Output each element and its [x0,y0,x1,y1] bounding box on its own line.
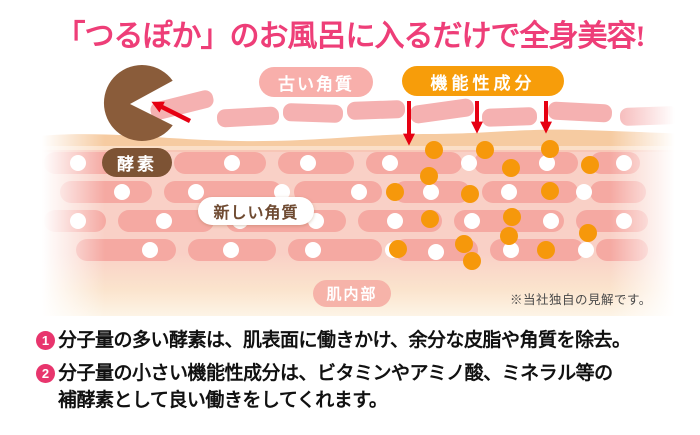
label-functional-ingredients: 機能性成分 [402,66,564,96]
label-enzyme: 酵素 [102,148,172,177]
note-1: 1 分子量の多い酵素は、肌表面に働きかけ、余分な皮脂や角質を除去。 [36,327,696,355]
note-2-text: 分子量の小さい機能性成分は、ビタミンやアミノ酸、ミネラル等の 補酵素として良い働… [58,360,613,415]
orange-dot-icon [386,140,599,270]
headline: 「つるぽか」のお風呂に入るだけで全身美容! [55,20,646,53]
note-2-number-badge: 2 [36,363,55,383]
label-new-keratin: 新しい角質 [198,197,314,225]
disclaimer-note: ※当社独自の見解です。 [510,293,652,307]
note-2-line-2: 補酵素として良い働きをしてくれます。 [58,390,388,412]
label-old-keratin: 古い角質 [259,67,373,97]
red-left-arrow-icon [151,101,192,124]
label-skin-inner: 肌内部 [313,280,391,307]
red-down-arrow-icon [403,101,552,146]
pacman-enzyme-icon [103,65,173,141]
note-1-text: 分子量の多い酵素は、肌表面に働きかけ、余分な皮脂や角質を除去。 [58,330,631,351]
note-2-line-1: 分子量の小さい機能性成分は、ビタミンやアミノ酸、ミネラル等の [58,362,613,384]
note-2: 2 分子量の小さい機能性成分は、ビタミンやアミノ酸、ミネラル等の 補酵素として良… [36,360,696,415]
note-1-number-badge: 1 [36,331,55,350]
explanation-notes: 1 分子量の多い酵素は、肌表面に働きかけ、余分な皮脂や角質を除去。 2 分子量の… [36,327,696,420]
